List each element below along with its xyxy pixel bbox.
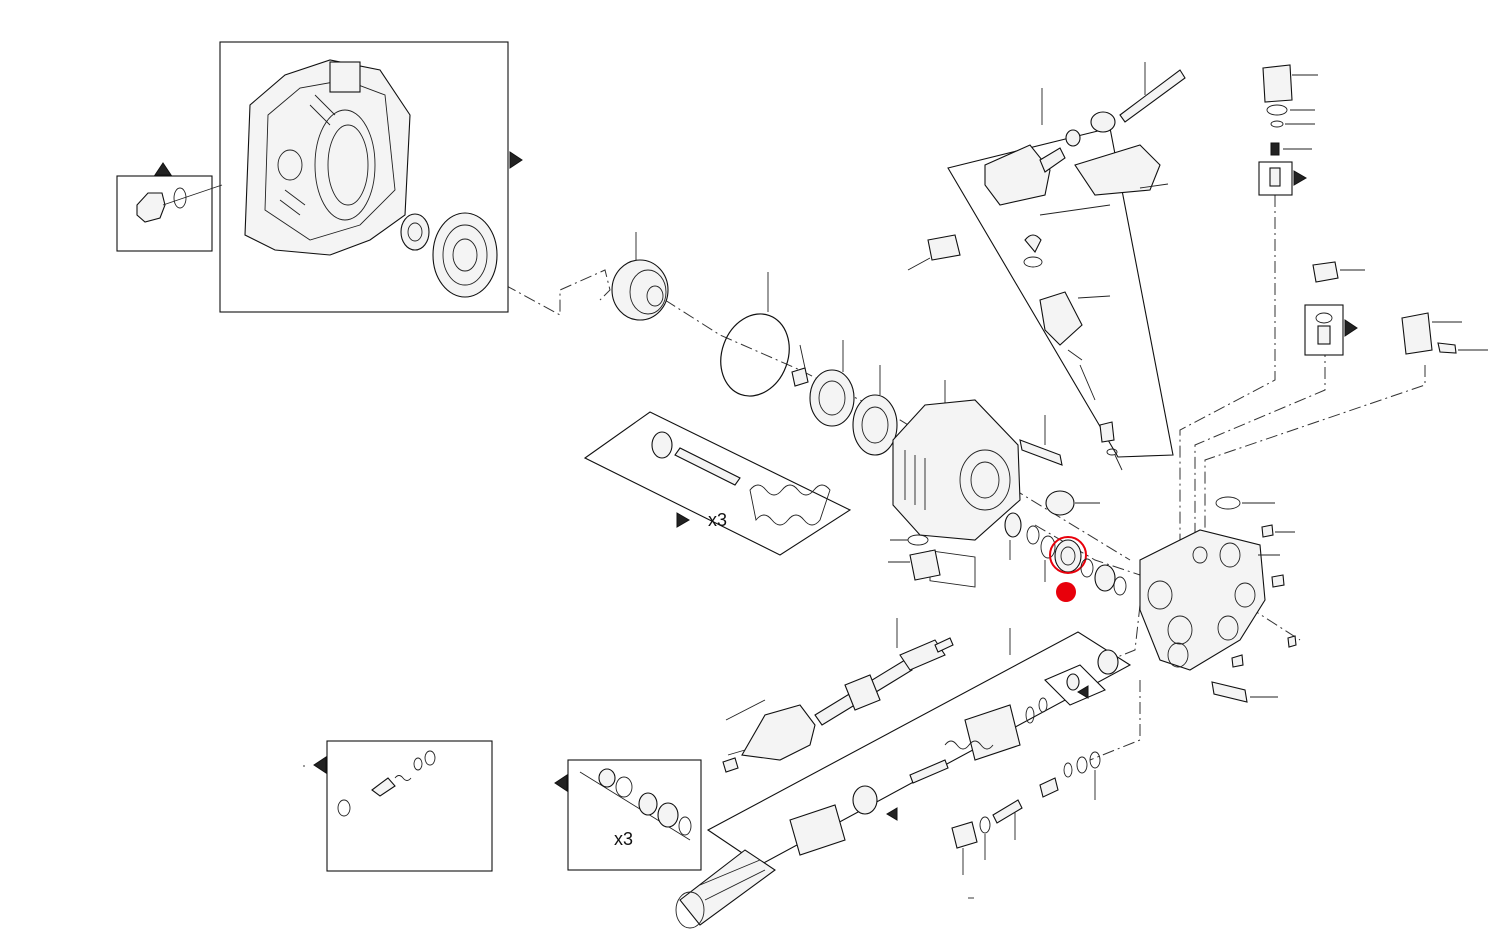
arrow-icon xyxy=(676,512,690,528)
pump-body-group[interactable] xyxy=(888,380,1100,588)
manifold-bolt[interactable] xyxy=(1211,681,1248,703)
arrow-icon xyxy=(554,774,568,792)
highlight-ring xyxy=(1049,536,1087,574)
unloader-cap[interactable] xyxy=(1097,649,1119,675)
unloader-body[interactable] xyxy=(964,704,1021,761)
bottom-fittings-group[interactable] xyxy=(951,751,1101,875)
piston-inset-box xyxy=(583,411,852,556)
arrow-icon xyxy=(313,756,327,774)
hose[interactable] xyxy=(1119,69,1186,123)
oil-seal[interactable] xyxy=(809,369,855,427)
seal-ring-c[interactable] xyxy=(1040,535,1056,559)
pump-bolt[interactable] xyxy=(1019,439,1063,466)
quantity-label: x3 xyxy=(708,510,727,530)
oil-plug[interactable] xyxy=(909,549,941,581)
piston-kit-group[interactable]: x3 xyxy=(583,411,852,556)
switch-cap[interactable] xyxy=(1024,234,1042,253)
inlet-plug[interactable] xyxy=(1312,261,1339,283)
hose-fitting[interactable] xyxy=(1065,129,1081,147)
small-o-ring[interactable] xyxy=(907,534,929,546)
manifold-group[interactable] xyxy=(1139,496,1297,703)
large-o-ring-group[interactable] xyxy=(710,272,801,406)
crankcase-housing[interactable] xyxy=(244,59,411,256)
large-o-ring[interactable] xyxy=(710,304,801,406)
arrow-icon xyxy=(886,807,898,821)
pump-crankcase[interactable] xyxy=(892,399,1021,541)
arrow-icon xyxy=(1293,170,1307,186)
turbo-nozzle-group[interactable] xyxy=(675,849,776,929)
arrow-icon xyxy=(1344,319,1358,337)
small-valve[interactable] xyxy=(1437,342,1457,354)
spray-lance-group[interactable] xyxy=(722,618,954,773)
seal-ring-f[interactable] xyxy=(1113,576,1127,596)
valve-inset-box xyxy=(326,740,493,872)
side-fitting-group[interactable] xyxy=(1401,312,1488,355)
kit-seal-c[interactable] xyxy=(657,802,679,828)
plug-o-ring[interactable] xyxy=(173,187,187,209)
unloader-seal[interactable] xyxy=(852,785,878,815)
unloader-spring-housing[interactable] xyxy=(789,804,846,856)
check-valve-kit-group[interactable] xyxy=(313,740,493,872)
nozzle-cap[interactable] xyxy=(741,704,816,761)
filter-tube[interactable] xyxy=(992,799,1023,824)
piston-seal[interactable] xyxy=(651,431,673,459)
control-inset-box xyxy=(947,127,1174,458)
seal-ring-e[interactable] xyxy=(1094,564,1116,592)
inlet-plug-group[interactable] xyxy=(1304,261,1365,356)
manifold-screw[interactable] xyxy=(1261,524,1274,538)
hose-nut[interactable] xyxy=(1090,111,1116,133)
pump-manifold[interactable] xyxy=(1139,529,1266,671)
small-bearing[interactable] xyxy=(400,213,430,251)
kit-o-ring[interactable] xyxy=(615,776,633,798)
kit-seal-d[interactable] xyxy=(678,816,692,836)
seal-stack-group[interactable] xyxy=(1004,512,1127,602)
seal-ring-b[interactable] xyxy=(1026,525,1040,545)
oil-seal-group[interactable] xyxy=(791,340,898,456)
small-screw[interactable] xyxy=(791,367,809,387)
kit-seal-b[interactable] xyxy=(638,792,658,816)
fitting-o-ring[interactable] xyxy=(1266,104,1288,116)
connector-o-ring[interactable] xyxy=(979,816,991,834)
control-valve-group[interactable] xyxy=(907,62,1186,471)
piston-spring[interactable] xyxy=(749,484,831,526)
seal-kit-group[interactable]: x3 xyxy=(554,759,702,871)
quantity-label: x3 xyxy=(614,829,633,849)
cylinder-sleeve[interactable] xyxy=(1045,490,1075,516)
manifold-o-ring[interactable] xyxy=(1215,496,1241,510)
valve-o-ring[interactable] xyxy=(337,799,351,817)
highlighted-seal[interactable] xyxy=(1054,539,1082,573)
lever-bracket[interactable] xyxy=(1039,291,1083,346)
outlet-fitting[interactable] xyxy=(1262,64,1293,103)
wobble-plate-group[interactable] xyxy=(611,232,669,321)
drain-plug[interactable] xyxy=(136,192,166,223)
kit-seal-a[interactable] xyxy=(598,768,616,788)
outlet-fitting-group[interactable] xyxy=(1258,64,1318,196)
piston-rod[interactable] xyxy=(674,447,741,486)
hose-connector[interactable] xyxy=(951,821,978,849)
pressure-switch-housing[interactable] xyxy=(984,144,1051,206)
side-fitting[interactable] xyxy=(1401,312,1433,355)
plug-inset-box xyxy=(116,175,213,252)
small-insert[interactable] xyxy=(1270,142,1280,156)
check-valve[interactable] xyxy=(1039,777,1059,798)
thrust-washer[interactable] xyxy=(852,394,898,456)
unloader-group[interactable] xyxy=(706,628,1132,866)
drain-plug-group[interactable] xyxy=(116,162,223,252)
valve-body[interactable] xyxy=(371,777,396,797)
arrow-icon xyxy=(154,162,172,176)
seal-ring-d[interactable] xyxy=(1080,558,1094,578)
red-dot-marker xyxy=(1056,582,1076,602)
micro-switch[interactable] xyxy=(927,234,961,261)
crankcase-housing-group[interactable] xyxy=(219,41,523,313)
quick-connector[interactable] xyxy=(899,639,946,671)
unloader-piston[interactable] xyxy=(909,759,949,784)
arrow-icon xyxy=(509,151,523,169)
seal-ring-a[interactable] xyxy=(1004,512,1022,538)
wobble-plate[interactable] xyxy=(611,259,669,321)
valve-spring[interactable] xyxy=(1099,421,1115,443)
switch-cover[interactable] xyxy=(1074,144,1161,196)
arrow-icon xyxy=(1077,685,1089,699)
switch-o-ring[interactable] xyxy=(1023,256,1043,268)
